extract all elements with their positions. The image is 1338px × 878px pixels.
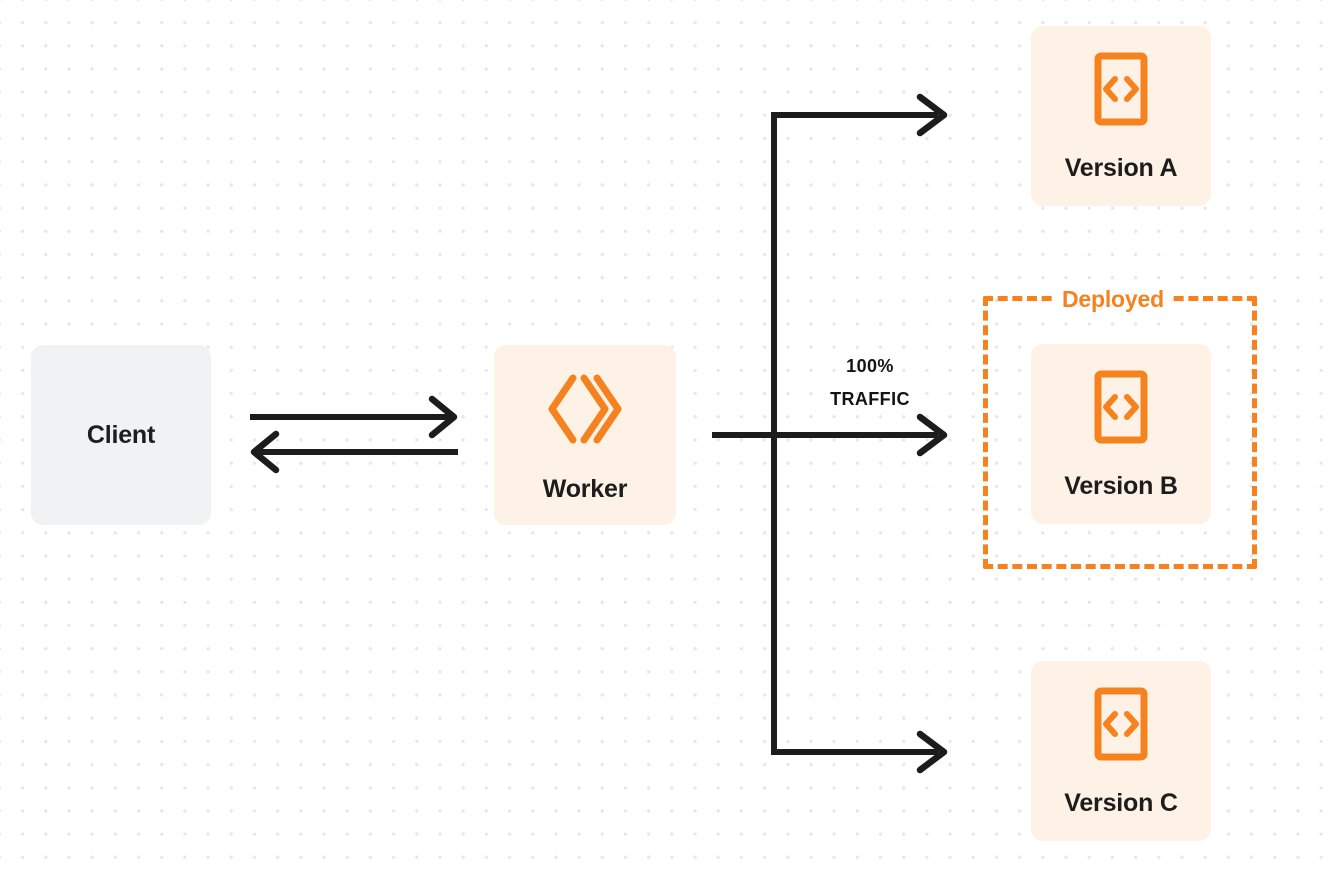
node-version-b[interactable]: Version B (1031, 344, 1211, 524)
node-client[interactable]: Client (31, 345, 211, 525)
edge-worker-to-version-b (774, 413, 948, 457)
node-client-label: Client (86, 420, 156, 449)
edge-worker-trunk (712, 115, 777, 752)
node-worker-label: Worker (542, 475, 628, 503)
cloudflare-workers-logo-icon (544, 368, 626, 455)
edge-worker-to-version-c (771, 730, 948, 774)
code-document-icon (1090, 51, 1152, 132)
node-version-a-label: Version A (1064, 154, 1178, 182)
node-version-c[interactable]: Version C (1031, 661, 1211, 841)
node-version-b-label: Version B (1064, 472, 1178, 500)
node-version-a[interactable]: Version A (1031, 26, 1211, 206)
edge-worker-to-client (250, 430, 458, 474)
node-version-c-label: Version C (1064, 789, 1178, 817)
deployed-group-label: Deployed (1053, 286, 1173, 312)
traffic-word: TRAFFIC (830, 389, 910, 409)
traffic-label: 100% TRAFFIC (784, 350, 956, 416)
traffic-percent: 100% (846, 356, 894, 376)
node-worker[interactable]: Worker (494, 345, 676, 525)
code-document-icon (1090, 369, 1152, 450)
edge-client-to-worker (250, 395, 458, 439)
code-document-icon (1090, 686, 1152, 767)
edge-worker-to-version-a (771, 93, 948, 137)
